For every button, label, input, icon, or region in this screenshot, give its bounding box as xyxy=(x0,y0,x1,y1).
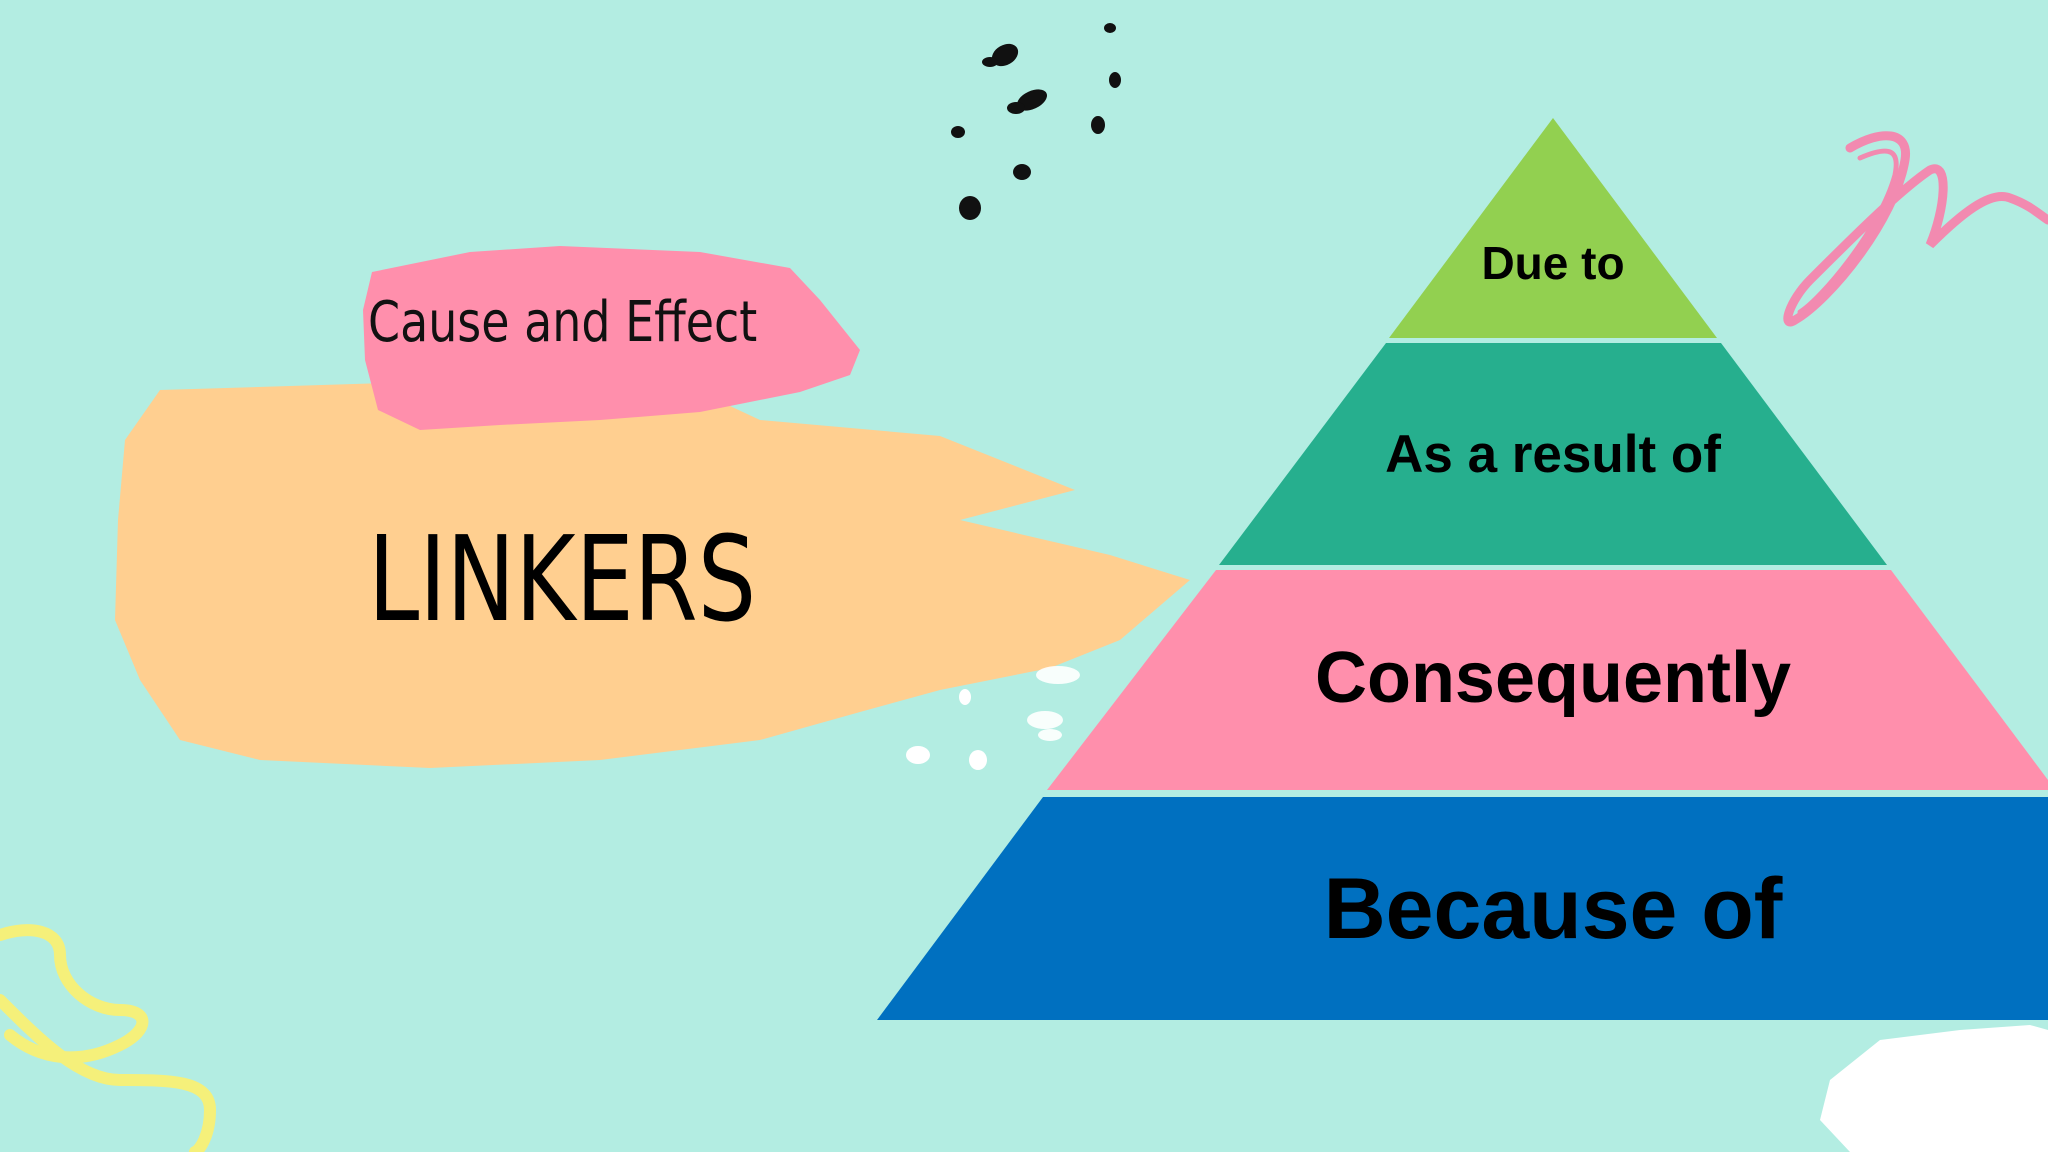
tier-label-consequently: Consequently xyxy=(1253,637,1853,719)
tier-label-due-to: Due to xyxy=(1253,236,1853,290)
tier-label-because-of: Because of xyxy=(1253,860,1853,959)
linkers-title: LINKERS xyxy=(368,510,742,648)
tier-label-as-a-result-of: As a result of xyxy=(1253,424,1853,485)
cause-and-effect-label: Cause and Effect xyxy=(368,290,753,355)
